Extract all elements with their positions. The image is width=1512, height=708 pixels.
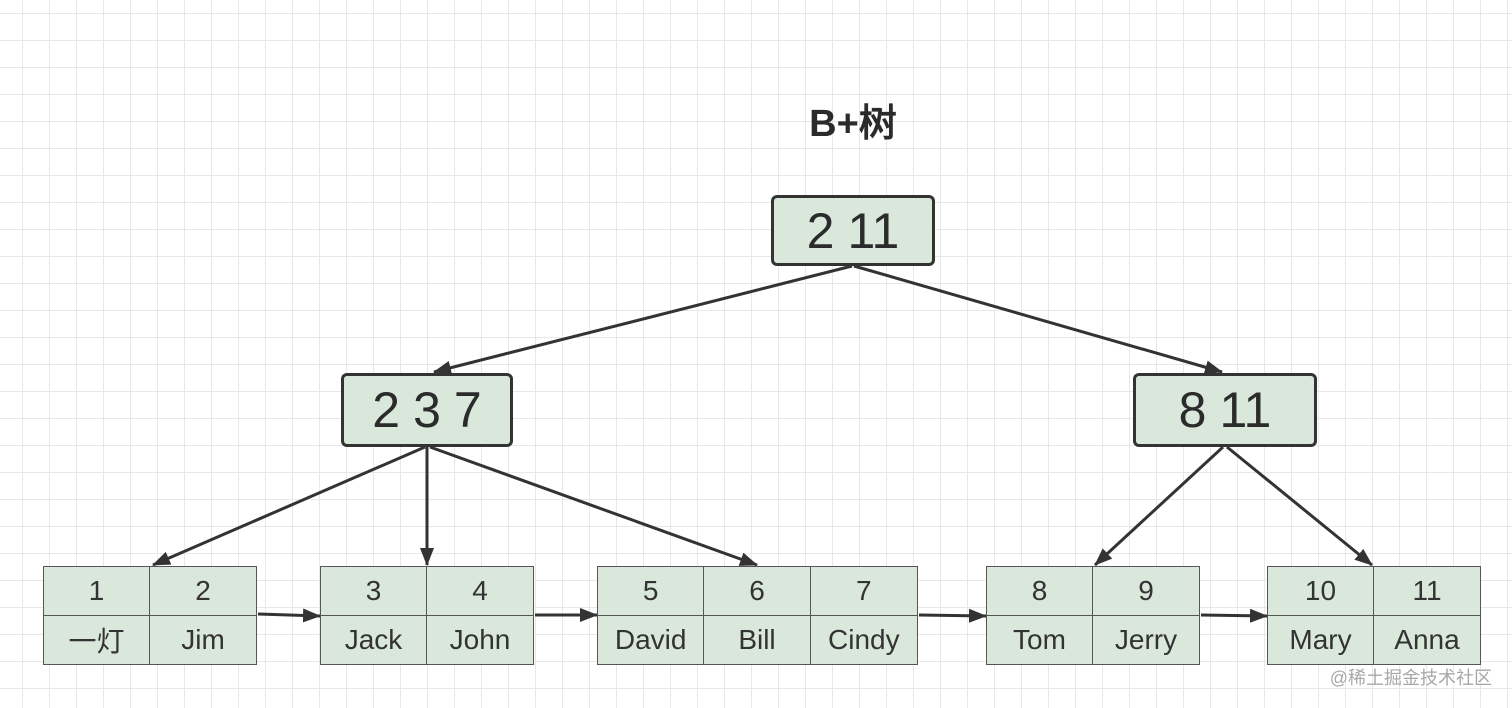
leaf-value-cell: Jerry (1114, 624, 1178, 655)
leaf-value-cell: 一灯 (44, 616, 150, 664)
edge-internal-left-to-leaf-1 (152, 445, 426, 567)
root-key: 11 (847, 202, 900, 259)
internal-node-left: 2 3 7 (341, 373, 513, 447)
leaf-key-cell: 10 (1268, 567, 1374, 616)
watermark-text: @稀土掘金技术社区 (1329, 668, 1492, 688)
leaf-node-4: 8 9 Tom Jerry (986, 566, 1200, 665)
edge-root-to-internal-left (433, 264, 853, 375)
leaf-key-cell: 4 (427, 567, 533, 616)
diagram-title: B+树 (809, 103, 897, 145)
leaf-key-cell: 5 (598, 567, 705, 616)
leaf-key-cell: 9 (1093, 567, 1199, 616)
leaf-value-cell: Jack (321, 616, 427, 664)
edge-internal-left-to-leaf-3 (429, 445, 758, 567)
link-leaf-4-to-leaf-5 (1200, 608, 1268, 623)
leaf-key-cell: 7 (810, 567, 917, 616)
leaf-key-cell: 1 (44, 567, 150, 616)
leaf-value-cell: David (598, 616, 705, 664)
link-leaf-3-to-leaf-4 (918, 608, 987, 623)
leaf-key-cell: 3 (321, 567, 427, 616)
leaf-key-cell: 6 (704, 567, 811, 616)
leaf-node-1: 1 2 一灯 Jim (43, 566, 257, 665)
leaf-key-cell: 11 (1374, 567, 1480, 616)
internal-key: 11 (1219, 382, 1272, 438)
leaf-value-cell: Jim (181, 624, 225, 655)
edge-root-to-internal-right (853, 264, 1223, 375)
internal-key: 2 (372, 382, 401, 438)
leaf-node-3: 5 6 7 David Bill Cindy (597, 566, 918, 665)
leaf-value-cell: Bill (704, 616, 811, 664)
edge-internal-right-to-leaf-5 (1226, 445, 1373, 567)
leaf-node-2: 3 4 Jack John (320, 566, 534, 665)
leaf-value-cell: John (449, 624, 511, 655)
internal-node-right: 8 11 (1133, 373, 1317, 447)
leaf-value-cell: Tom (987, 616, 1093, 664)
edge-internal-right-to-leaf-4 (1093, 445, 1225, 567)
leaf-node-5: 10 11 Mary Anna (1267, 566, 1481, 665)
leaf-value-cell: Cindy (828, 624, 900, 655)
leaf-key-cell: 8 (987, 567, 1093, 616)
leaf-key-cell: 2 (150, 567, 256, 616)
link-leaf-1-to-leaf-2 (257, 608, 321, 623)
internal-key: 8 (1178, 382, 1207, 438)
leaf-value-cell: Mary (1268, 616, 1374, 664)
internal-key: 3 (413, 382, 441, 438)
leaf-value-cell: Anna (1394, 624, 1460, 655)
internal-key: 7 (453, 382, 482, 438)
root-node: 2 11 (771, 195, 935, 266)
root-key: 2 (806, 202, 835, 259)
